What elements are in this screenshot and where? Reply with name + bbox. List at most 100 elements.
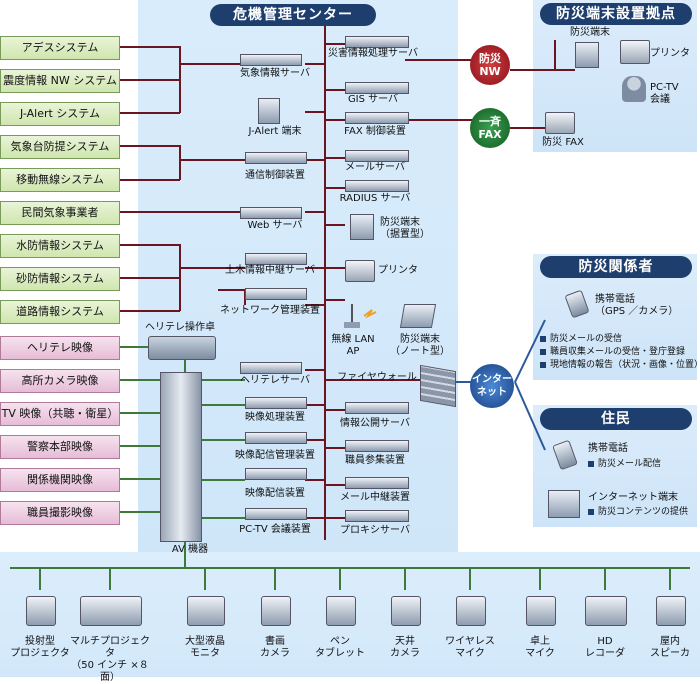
server-unit-icon — [345, 440, 409, 452]
server-unit-icon — [245, 468, 307, 480]
resident-pc-label: インターネット端末 — [588, 492, 678, 503]
disaster-nw-label: 防災 NW — [479, 52, 501, 78]
left-box-4: 移動無線システム — [0, 168, 120, 192]
server-unit-icon — [245, 152, 307, 164]
proxy-label: プロキシサーバ — [340, 525, 410, 536]
resident-phone-label: 携帯電話 — [588, 443, 628, 454]
av-device-label-0: 投射型 プロジェクタ — [10, 636, 70, 659]
av-equipment-label: AV 機器 — [171, 544, 209, 555]
site-pctv-label: PC-TV 会議 — [650, 82, 679, 105]
img-proc-label: 映像処理装置 — [245, 412, 305, 423]
site-printer-label: プリンタ — [650, 48, 690, 59]
residents-title: 住民 — [540, 408, 692, 430]
mail-relay-label: メール中継装置 — [340, 492, 410, 503]
server-unit-icon — [345, 82, 409, 94]
server-unit-icon — [245, 288, 307, 300]
av-device-icon-8 — [585, 596, 627, 626]
heli-desk-icon — [148, 336, 216, 360]
staff-gather-label: 職員参集装置 — [345, 455, 405, 466]
av-device-icon-5 — [391, 596, 421, 626]
disaster-nw-circle: 防災 NW — [470, 45, 510, 85]
pctv-device-label: PC-TV 会議装置 — [239, 524, 311, 535]
site-terminal-icon — [575, 42, 599, 68]
jalert-monitor-icon — [258, 98, 280, 124]
resident-phone-item: 防災メール配信 — [588, 458, 661, 471]
server-unit-icon — [245, 253, 307, 265]
server-unit-icon — [345, 36, 409, 48]
av-device-label-7: 卓上 マイク — [525, 636, 555, 659]
av-device-label-5: 天井 カメラ — [390, 636, 420, 659]
bullet-square — [588, 508, 594, 515]
left-box-1: 震度情報 NW システム — [0, 69, 120, 93]
bullet-square — [540, 348, 546, 355]
terminal-note-icon — [399, 304, 437, 328]
site-fax-label: 防災 FAX — [542, 137, 584, 148]
stakeholder-item-0: 防災メールの受信 — [540, 333, 622, 346]
gis-server-label: GIS サーバ — [347, 94, 399, 105]
doboku-server-label: 土木情報中継サーバ — [225, 265, 315, 276]
terminal-fixed-label: 防災端末 （据置型） — [380, 217, 430, 240]
bullet-square — [540, 361, 546, 368]
av-device-icon-6 — [456, 596, 486, 626]
terminal-fixed-icon — [350, 214, 374, 240]
stakeholders-title: 防災関係者 — [540, 256, 692, 278]
broadcast-fax-circle: 一斉 FAX — [470, 108, 510, 148]
stakeholder-item-1: 職員収集メールの受信・登庁登録 — [540, 346, 685, 359]
resident-pc-item-text: 防災コンテンツの提供 — [598, 507, 689, 517]
left-box-13: 関係機関映像 — [0, 468, 120, 492]
weather-server-label: 気象情報サーバ — [240, 68, 310, 79]
printer-label: プリンタ — [378, 265, 418, 276]
stakeholder-phone-label: 携帯電話 （GPS ／カメラ） — [595, 294, 679, 317]
av-device-label-9: 屋内 スピーカ — [650, 636, 690, 659]
left-box-9: ヘリテレ映像 — [0, 336, 120, 360]
comm-control-label: 通信制御装置 — [245, 170, 305, 181]
stakeholder-item-2-text: 現地情報の報告（状況・画像・位置） — [550, 360, 700, 370]
server-unit-icon — [245, 432, 307, 444]
left-box-10: 高所カメラ映像 — [0, 369, 120, 393]
server-unit-icon — [240, 54, 302, 66]
wlan-ap-icon — [344, 304, 377, 328]
server-unit-icon — [240, 207, 302, 219]
left-box-14: 職員撮影映像 — [0, 501, 120, 525]
stakeholder-item-2: 現地情報の報告（状況・画像・位置） — [540, 359, 700, 372]
left-box-6: 水防情報システム — [0, 234, 120, 258]
server-unit-icon — [240, 362, 302, 374]
internet-label: インター ネット — [472, 374, 512, 398]
av-device-icon-4 — [326, 596, 356, 626]
server-unit-icon — [345, 477, 409, 489]
server-unit-icon — [345, 150, 409, 162]
internet-circle: インター ネット — [470, 364, 514, 408]
server-unit-icon — [345, 510, 409, 522]
disaster-server-label: 災害情報処理サーバ — [328, 48, 418, 59]
resident-pc-item: 防災コンテンツの提供 — [588, 506, 688, 519]
left-box-11: TV 映像（共聴・衛星） — [0, 402, 120, 426]
web-server-label: Web サーバ — [247, 220, 303, 231]
firewall-icon — [420, 364, 456, 408]
av-device-icon-2 — [187, 596, 225, 626]
left-box-3: 気象台防提システム — [0, 135, 120, 159]
center-title: 危機管理センター — [210, 4, 376, 26]
av-device-label-8: HD レコーダ — [585, 636, 625, 659]
fax-control-label: FAX 制御装置 — [344, 126, 406, 137]
bullet-square — [588, 460, 594, 467]
server-unit-icon — [245, 397, 307, 409]
av-device-label-4: ペン タブレット — [315, 636, 365, 659]
site-printer-icon — [620, 40, 650, 64]
bullet-square — [540, 335, 546, 342]
heli-server-label: ヘリテレサーバ — [240, 375, 310, 386]
broadcast-fax-label: 一斉 FAX — [478, 115, 502, 141]
av-device-icon-7 — [526, 596, 556, 626]
netmgr-label: ネットワーク管理装置 — [220, 305, 320, 316]
left-box-2: J-Alert システム — [0, 102, 120, 126]
left-box-12: 警察本部映像 — [0, 435, 120, 459]
terminal-note-label: 防災端末 （ノート型） — [390, 334, 450, 357]
left-box-8: 道路情報システム — [0, 300, 120, 324]
wlan-label: 無線 LAN AP — [331, 334, 375, 357]
av-device-label-6: ワイヤレス マイク — [445, 636, 495, 659]
left-box-7: 砂防情報システム — [0, 267, 120, 291]
resident-pc-icon — [548, 490, 580, 518]
stakeholder-item-0-text: 防災メールの受信 — [550, 334, 623, 344]
img-dist-mgr-label: 映像配信管理装置 — [235, 450, 315, 461]
server-unit-icon — [345, 402, 409, 414]
